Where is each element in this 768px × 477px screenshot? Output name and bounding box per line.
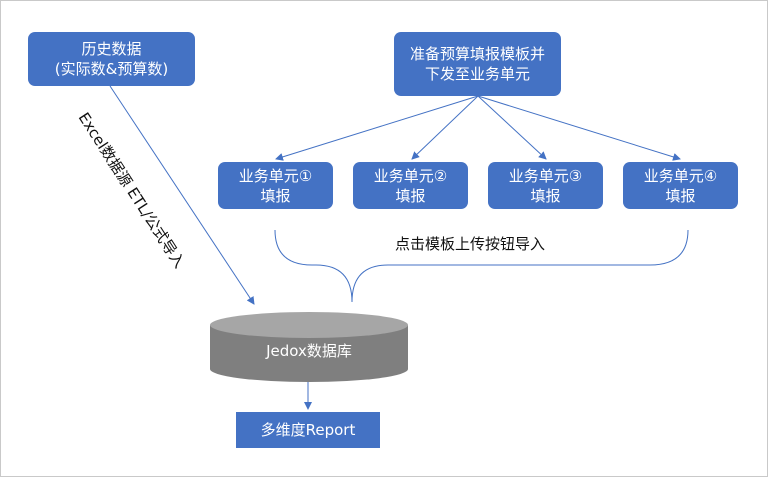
business-unit-4-label: 业务单元④ <box>643 166 718 185</box>
business-unit-4-box: 业务单元④ 填报 <box>623 162 738 209</box>
database-label: Jedox数据库 <box>266 342 352 360</box>
business-unit-2-label: 业务单元② <box>373 166 448 185</box>
business-unit-3-label: 业务单元③ <box>508 166 583 185</box>
prepare-template-line2: 下发至业务单元 <box>424 65 530 83</box>
units-brace <box>274 229 689 303</box>
history-data-subtitle: (实际数&预算数) <box>54 60 169 78</box>
report-label: 多维度Report <box>260 421 356 439</box>
business-unit-1-action: 填报 <box>260 186 291 205</box>
report-box: 多维度Report <box>236 412 380 448</box>
prepare-to-unit2-arrow <box>411 95 479 160</box>
upload-note: 点击模板上传按钮导入 <box>395 235 546 253</box>
business-unit-2-action: 填报 <box>395 186 426 205</box>
prepare-template-line1: 准备预算填报模板并 <box>409 45 545 63</box>
business-unit-1-label: 业务单元① <box>238 166 313 185</box>
business-unit-3-box: 业务单元③ 填报 <box>488 162 603 209</box>
history-data-title: 历史数据 <box>81 40 142 58</box>
business-unit-3-action: 填报 <box>530 186 561 205</box>
history-data-box: 历史数据 (实际数&预算数) <box>28 32 195 86</box>
business-unit-4-action: 填报 <box>665 186 696 205</box>
business-unit-2-box: 业务单元② 填报 <box>353 162 468 209</box>
history-to-database-arrow <box>109 85 255 305</box>
prepare-to-unit4-arrow <box>477 95 681 161</box>
business-unit-1-box: 业务单元① 填报 <box>218 162 333 209</box>
prepare-to-unit3-arrow <box>477 95 547 160</box>
prepare-to-unit1-arrow <box>275 95 479 161</box>
database-cylinder <box>210 312 408 382</box>
prepare-template-box: 准备预算填报模板并 下发至业务单元 <box>394 32 561 96</box>
